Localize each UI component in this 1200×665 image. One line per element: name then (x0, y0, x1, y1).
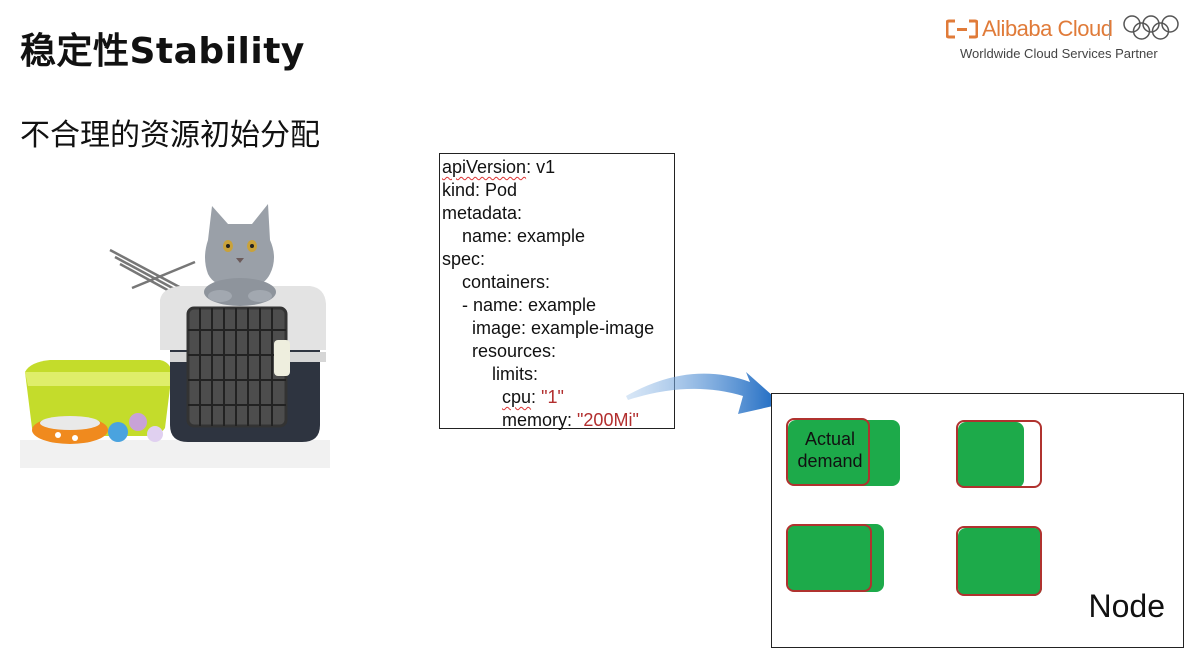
yaml-line-name: name: example (442, 226, 586, 246)
pod-limit-3 (786, 524, 872, 592)
pod-label-text: Actual demand (797, 429, 863, 471)
yaml-line-limits: limits: (442, 364, 539, 384)
yaml-line-apiversion: apiVersion: v1 (442, 156, 555, 178)
pod-actual-demand-1 (788, 420, 900, 486)
yaml-line-metadata: metadata: (442, 203, 523, 223)
yaml-line-resources: resources: (442, 341, 557, 361)
pod-actual-demand-3 (788, 524, 884, 592)
pod-limit-2 (956, 420, 1042, 488)
slide-title: 稳定性Stability (20, 31, 305, 72)
yaml-line-kind: kind: Pod (442, 180, 518, 200)
cat-carrier-photo (20, 204, 330, 468)
alibaba-cloud-logo-icon (946, 19, 978, 39)
logo-tagline: Worldwide Cloud Services Partner (960, 46, 1158, 61)
yaml-line-container-name: - name: example (442, 295, 597, 315)
cat (205, 204, 274, 288)
pod-actual-demand-4 (958, 528, 1042, 596)
yaml-key-apiversion: apiVersion (442, 157, 527, 177)
yaml-value-apiversion: : v1 (526, 157, 556, 177)
pod-yaml-box: apiVersion: v1 kind: Pod metadata: name:… (439, 153, 675, 431)
yaml-key-cpu: cpu (502, 387, 532, 407)
yaml-line-containers: containers: (442, 272, 551, 292)
yaml-line-spec: spec: (442, 249, 486, 269)
yaml-key-memory: memory: (442, 410, 578, 430)
node-label: Node (1088, 588, 1166, 624)
toy-ball (108, 422, 128, 442)
slide-subtitle: 不合理的资源初始分配 (20, 118, 320, 153)
yaml-value-memory: "200Mi" (577, 410, 639, 430)
logo-text: Alibaba Cloud (982, 16, 1113, 41)
yaml-line-cpu: cpu: "1" (442, 386, 564, 408)
pod-label-actual-demand: Actual demand (788, 428, 872, 472)
pod-actual-demand-2 (958, 422, 1024, 488)
brand-logo: Alibaba Cloud Worldwide Cloud Services P… (946, 14, 1186, 64)
olympic-rings-icon (1123, 15, 1179, 40)
yaml-value-cpu: "1" (541, 387, 564, 407)
pod-limit-4 (956, 526, 1042, 596)
pod-limit-1 (786, 418, 870, 486)
node-box: Actual demand Node (771, 393, 1184, 648)
yaml-line-memory: memory: "200Mi" (442, 409, 639, 431)
yaml-line-image: image: example-image (442, 318, 655, 338)
yaml-colon-cpu: : (531, 387, 542, 407)
logo-divider (1109, 20, 1110, 40)
